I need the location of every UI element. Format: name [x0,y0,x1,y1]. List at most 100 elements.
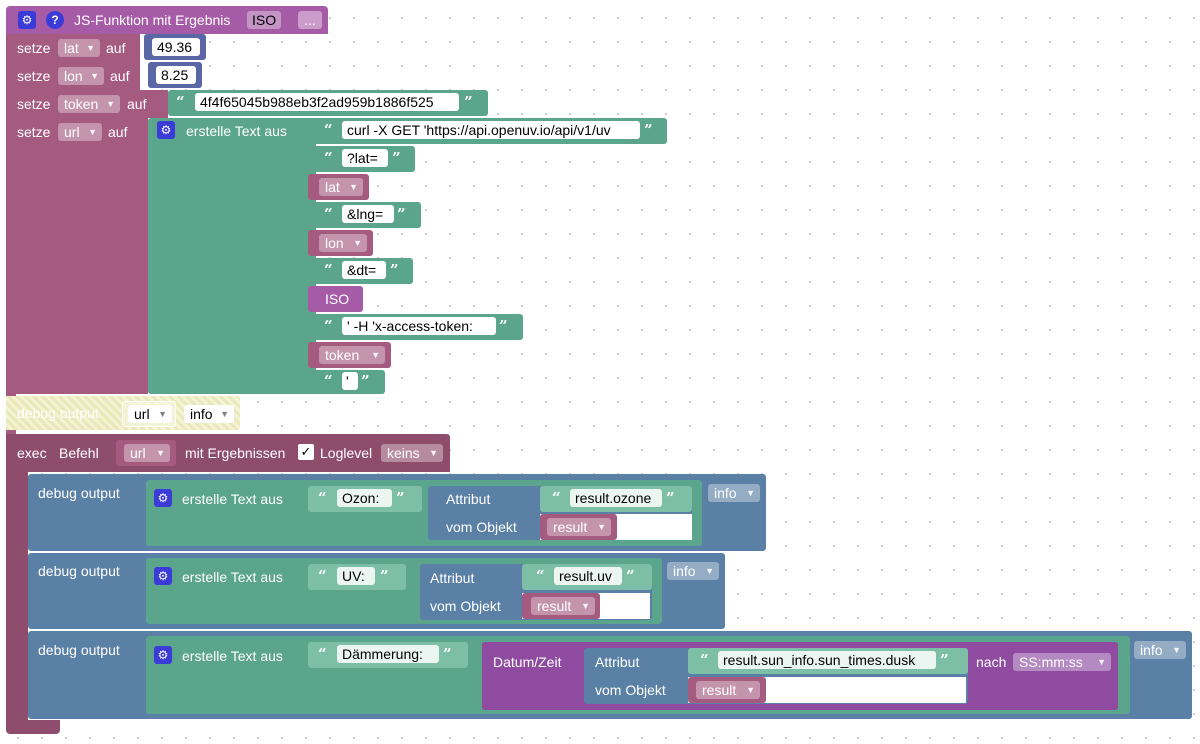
url-var-dropdown[interactable]: url▼ [128,405,172,423]
text-field-quote[interactable]: ' [342,372,358,390]
uv-text-field[interactable]: UV: [337,567,375,585]
help-icon[interactable]: ? [46,11,64,29]
open-quote-icon: “ [700,651,709,669]
close-quote-icon: ” [396,489,405,507]
chevron-down-icon: ▼ [1172,645,1181,655]
close-quote-icon: ” [443,645,452,663]
text-field-lat[interactable]: ?lat= [342,149,388,167]
ozone-result-var-block[interactable] [540,514,617,540]
debug-output-label: debug output [38,485,120,501]
close-quote-icon: ” [644,121,653,139]
attribut-label: Attribut [595,654,640,670]
close-quote-icon: ” [499,317,508,335]
open-quote-icon: “ [552,489,561,507]
chevron-down-icon: ▼ [429,448,438,458]
result-var-dropdown[interactable]: result▼ [696,681,760,699]
lon-var-dropdown[interactable]: lon▼ [58,67,104,85]
chevron-down-icon: ▼ [597,522,606,532]
time-format-dropdown[interactable]: SS:mm:ss▼ [1013,653,1111,671]
log-level-dropdown[interactable]: info▼ [708,484,760,502]
uv-attr-field[interactable]: result.uv [554,567,622,585]
gear-icon[interactable]: ⚙ [157,121,175,139]
lon-number-field[interactable]: 8.25 [156,66,196,84]
chevron-down-icon: ▼ [746,488,755,498]
vom-objekt-label: vom Objekt [446,519,517,535]
gear-icon[interactable]: ⚙ [154,646,172,664]
exec-body-bar [6,472,28,720]
dusk-text-field[interactable]: Dämmerung: [337,645,439,663]
exec-block[interactable] [6,434,450,472]
chevron-down-icon: ▼ [88,127,97,137]
token-text-field[interactable]: 4f4f65045b988eb3f2ad959b1886f525 [195,93,459,111]
param-block-iso[interactable] [308,286,363,312]
vom-objekt-label: vom Objekt [595,682,666,698]
chevron-down-icon: ▼ [371,350,380,360]
token-var-dropdown[interactable]: token▼ [58,95,120,113]
set-lon-block[interactable] [6,62,140,90]
results-checkbox[interactable]: ✓ [298,444,314,460]
uv-result-var-block[interactable] [522,593,600,619]
var-block-lat[interactable] [308,174,369,200]
gear-icon[interactable]: ⚙ [154,567,172,585]
log-level-dropdown[interactable]: info▼ [184,405,234,423]
lat-var-dropdown[interactable]: lat▼ [58,39,100,57]
text-field-curl[interactable]: curl -X GET 'https://api.openuv.io/api/v… [342,121,640,139]
url-var-dropdown[interactable]: url▼ [58,123,102,141]
url-join-block[interactable] [148,118,316,394]
auf-label: auf [108,124,128,140]
open-quote-icon: “ [318,567,327,585]
lat-number-field[interactable]: 49.36 [152,38,200,56]
nach-label: nach [976,654,1007,670]
set-url-block[interactable] [6,118,148,394]
text-field-lng[interactable]: &lng= [342,205,394,223]
close-quote-icon: ” [626,567,635,585]
ozone-attr-field[interactable]: result.ozone [570,489,662,507]
set-lat-block[interactable] [6,34,140,62]
more-button[interactable]: ... [298,11,322,29]
function-param-field[interactable]: ISO [247,11,282,29]
gear-icon[interactable]: ⚙ [18,11,36,29]
set-token-block[interactable] [6,90,168,118]
chevron-down-icon: ▼ [1097,657,1106,667]
mit-ergebnissen-label: mit Ergebnissen [185,445,286,461]
close-quote-icon: ” [392,149,401,167]
token-var-dropdown[interactable]: token▼ [319,346,385,364]
vom-objekt-label: vom Objekt [430,598,501,614]
setze-label: setze [17,68,51,84]
gear-icon[interactable]: ⚙ [154,489,172,507]
text-field-dt[interactable]: &dt= [342,261,386,279]
attribut-label: Attribut [446,491,491,507]
exec-url-var-block[interactable] [116,440,176,466]
dusk-result-var-block[interactable] [688,677,766,703]
chevron-down-icon: ▼ [106,99,115,109]
open-quote-icon: “ [536,567,545,585]
loglevel-dropdown[interactable]: keins▼ [381,444,443,462]
chevron-down-icon: ▼ [705,566,714,576]
log-level-dropdown[interactable]: info▼ [1134,641,1186,659]
open-quote-icon: “ [318,645,327,663]
dusk-attr-field[interactable]: result.sun_info.sun_times.dusk [718,651,936,669]
lat-var-dropdown[interactable]: lat▼ [319,178,363,196]
lon-var-dropdown[interactable]: lon▼ [319,234,367,252]
debug-output-label: debug output [38,642,120,658]
exec-footer [6,720,60,734]
close-quote-icon: ” [666,489,675,507]
var-block-token[interactable] [308,342,391,368]
text-field-header[interactable]: ' -H 'x-access-token: [342,317,496,335]
result-var-dropdown[interactable]: result▼ [547,518,611,536]
datetime-label: Datum/Zeit [493,654,562,670]
url-var-dropdown[interactable]: url▼ [124,444,170,462]
chevron-down-icon: ▼ [220,409,229,419]
chevron-down-icon: ▼ [746,685,755,695]
log-level-dropdown[interactable]: info▼ [667,562,719,580]
setze-label: setze [17,96,51,112]
result-var-dropdown[interactable]: result▼ [531,597,595,615]
exec-label: exec [17,445,47,461]
var-block-lon[interactable] [308,230,373,256]
close-quote-icon: ” [380,567,389,585]
loglevel-label: Loglevel [320,445,373,461]
ozone-text-field[interactable]: Ozon: [337,489,392,507]
open-quote-icon: “ [318,489,327,507]
chevron-down-icon: ▼ [86,43,95,53]
chevron-down-icon: ▼ [353,238,362,248]
